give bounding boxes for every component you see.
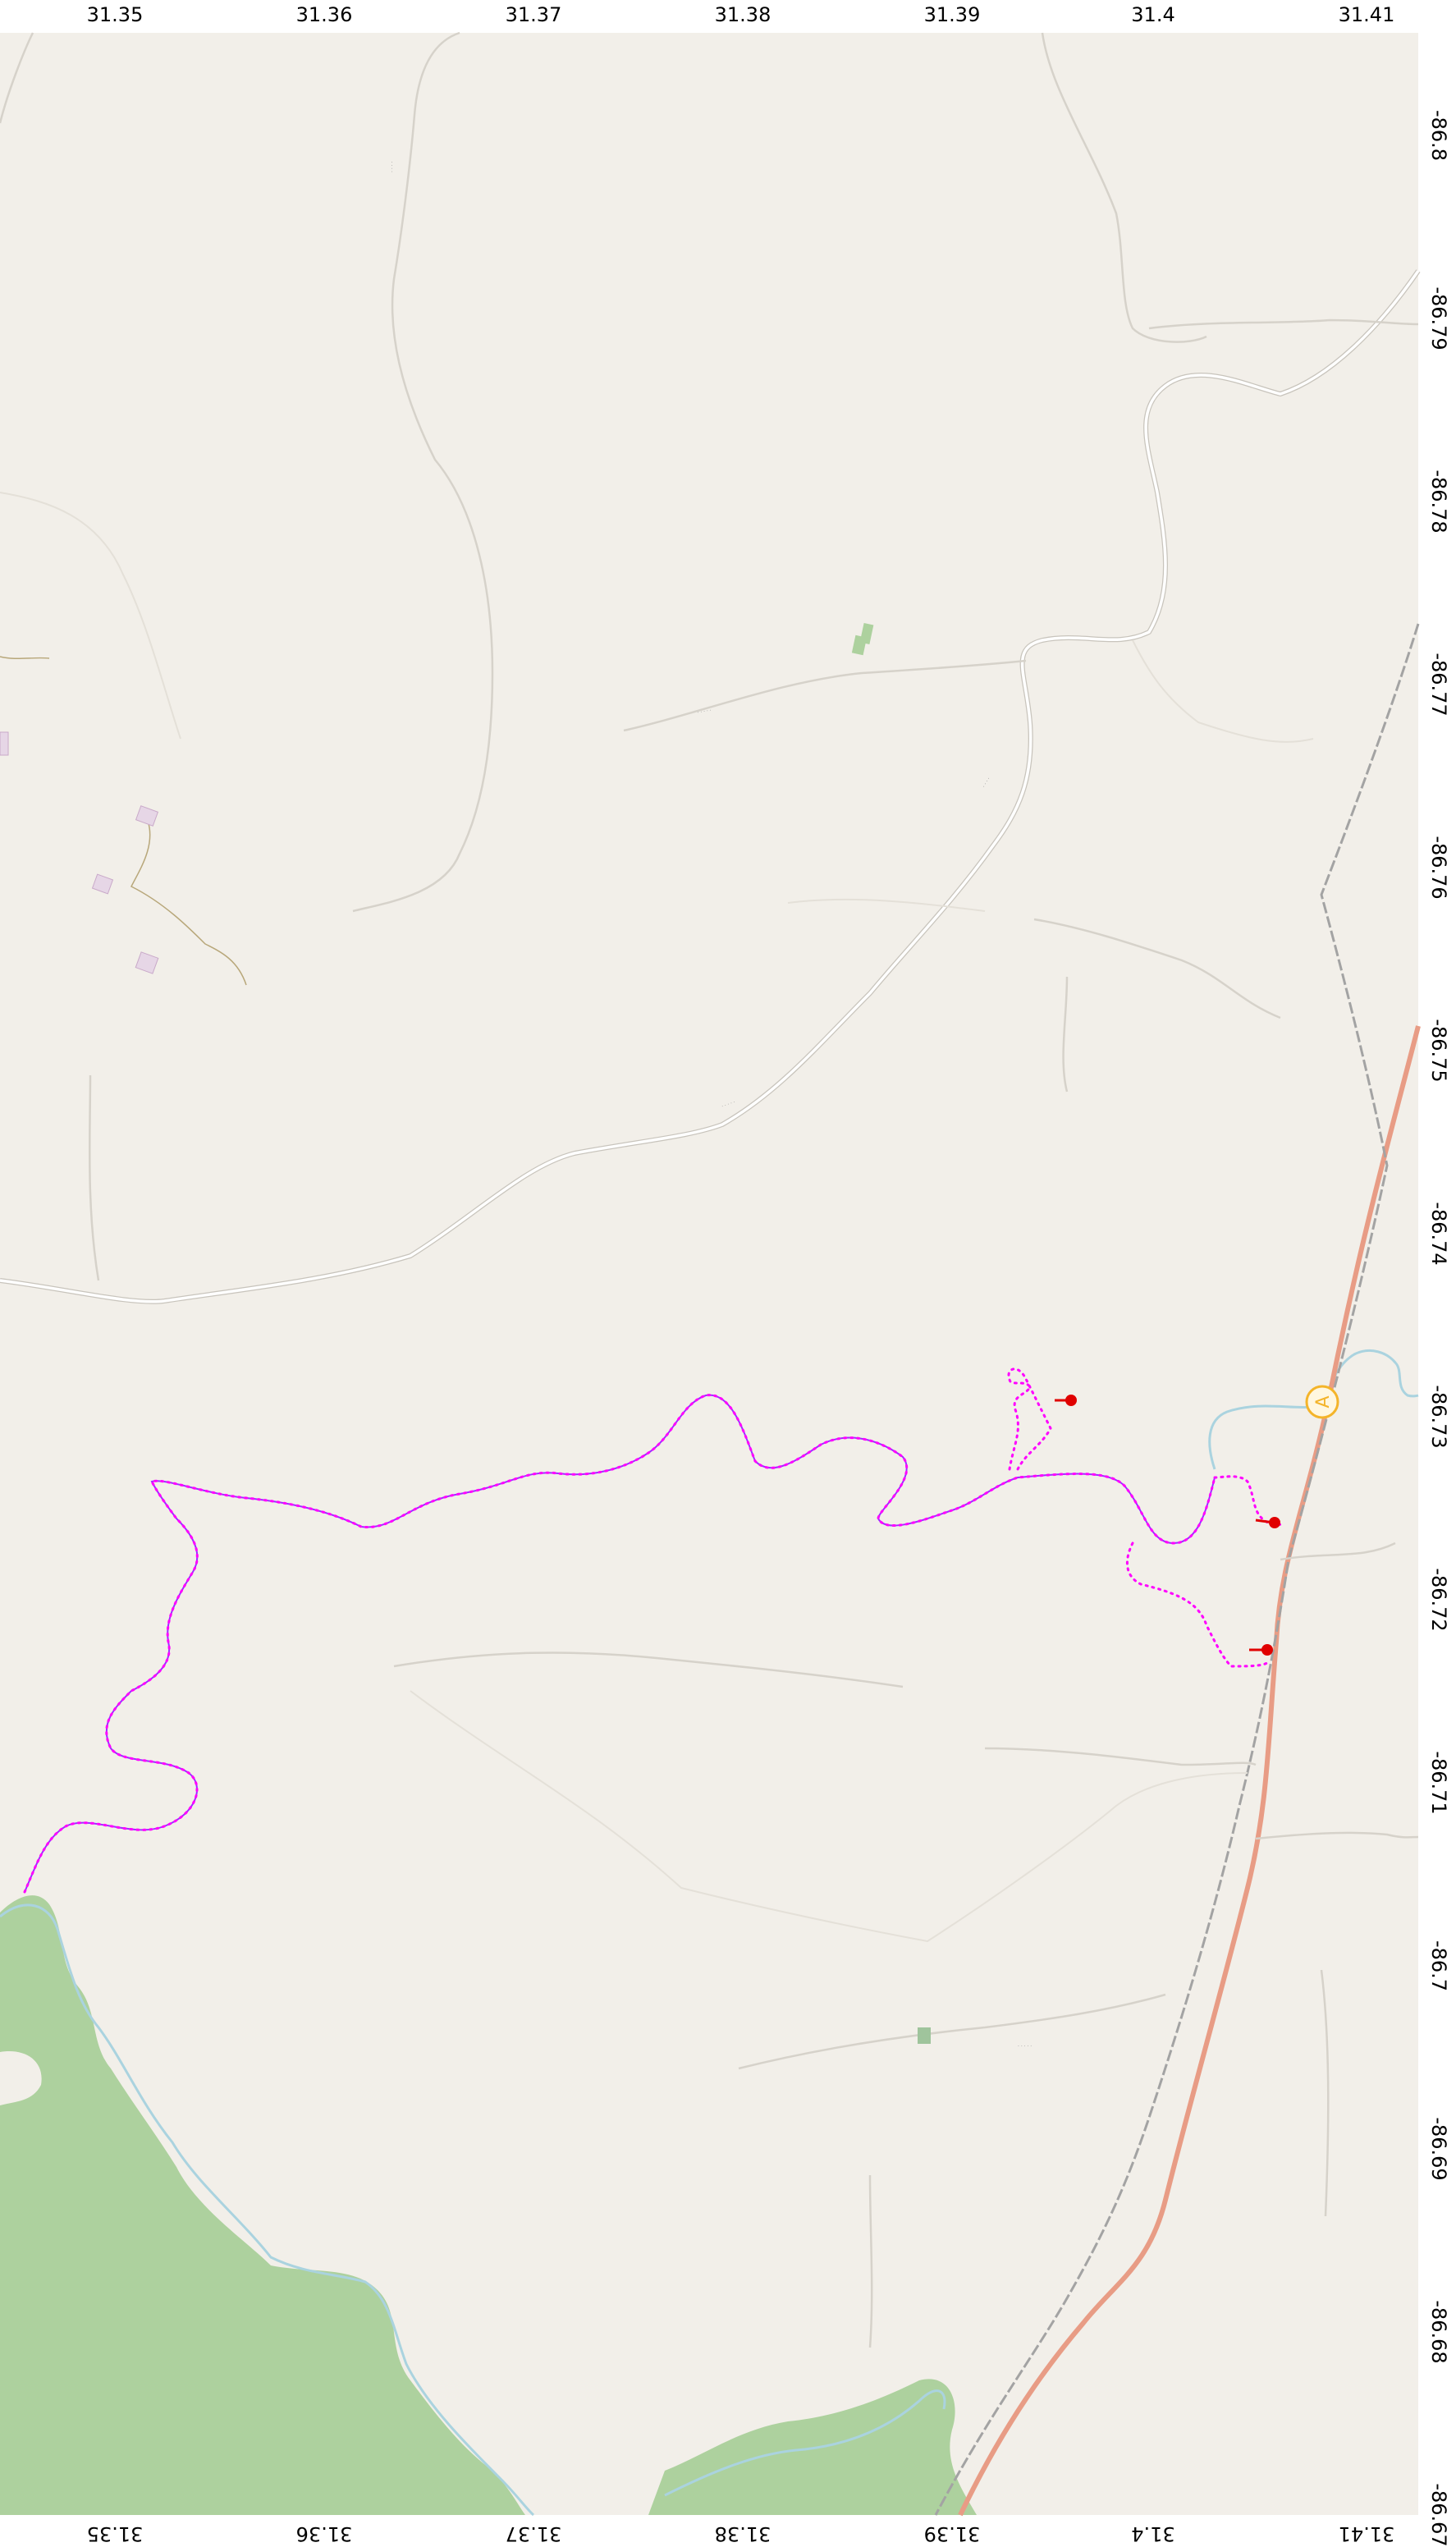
start-circle-marker-icon[interactable]: A [1305, 1385, 1339, 1419]
bottom-axis-tick-label: 31.39 [924, 2522, 981, 2545]
minor-road [1041, 32, 1207, 343]
top-axis-tick-label: 31.35 [87, 3, 144, 26]
top-axis-tick-label: 31.39 [924, 3, 981, 26]
red-pin-marker-icon[interactable] [1249, 1644, 1273, 1656]
river-bank [0, 1903, 535, 2517]
bottom-axis-tick-label: 31.37 [506, 2522, 562, 2545]
bottom-axis: 31.35 31.36 31.37 31.38 31.39 31.4 31.41 [87, 2522, 1395, 2545]
railway [934, 623, 1420, 2516]
gps-track-branch [1007, 1367, 1052, 1471]
top-axis: 31.35 31.36 31.37 31.38 31.39 31.4 31.41 [87, 3, 1395, 26]
bottom-axis-tick-label: 31.36 [296, 2522, 353, 2545]
right-axis-tick-label: -86.79 [1427, 286, 1450, 350]
right-axis-tick-label: -86.7 [1427, 1940, 1450, 1991]
right-axis-tick-label: -86.74 [1427, 1202, 1450, 1265]
minor-road [1062, 976, 1069, 1093]
right-axis-tick-label: -86.76 [1427, 836, 1450, 899]
minor-road [352, 31, 494, 913]
park-patch [859, 623, 874, 644]
minor-road [393, 1651, 904, 1688]
right-axis-tick-label: -86.69 [1427, 2117, 1450, 2180]
minor-road [1033, 918, 1281, 1019]
faint-track [0, 492, 181, 740]
highway [958, 1025, 1421, 2517]
dirt-track [130, 820, 247, 986]
top-axis-tick-label: 31.41 [1339, 3, 1395, 26]
red-pin-marker-icon[interactable] [1055, 1395, 1077, 1406]
dirt-track [0, 656, 50, 660]
minor-road [0, 32, 34, 124]
bottom-axis-tick-label: 31.35 [87, 2522, 144, 2545]
road-network [0, 31, 1421, 2348]
start-marker-letter: A [1313, 1395, 1334, 1408]
right-axis-tick-label: -86.77 [1427, 653, 1450, 716]
building-lot [91, 873, 114, 895]
right-axis-tick-label: -86.73 [1427, 1385, 1450, 1448]
gps-track-branch [1125, 1541, 1270, 1668]
land-background [0, 33, 1418, 2515]
minor-road [1320, 1969, 1330, 2217]
minor-road [984, 1747, 1257, 1766]
svg-text:· · · · ·: · · · · · [697, 708, 712, 716]
faint-track [787, 898, 986, 912]
top-axis-tick-label: 31.36 [296, 3, 353, 26]
gps-track-route-dots [23, 1394, 1216, 1894]
svg-text:· · · ·: · · · · [390, 162, 396, 172]
forest-clearing [0, 2051, 42, 2105]
top-axis-tick-label: 31.37 [506, 3, 562, 26]
faint-track [410, 1690, 1248, 1943]
forest-area [0, 1895, 525, 2515]
minor-road [738, 1993, 1166, 2070]
main-road-fill [0, 270, 1420, 1303]
minor-road [1148, 318, 1419, 330]
map-canvas[interactable]: · · · · · · · · · · · · · · · · · · · · … [0, 31, 1421, 2517]
building-lot [135, 805, 159, 827]
bottom-axis-tick-label: 31.41 [1339, 2522, 1395, 2545]
right-axis-tick-label: -86.72 [1427, 1568, 1450, 1631]
building-lot [135, 951, 159, 974]
right-axis-tick-label: -86.78 [1427, 470, 1450, 533]
building-lot [0, 731, 9, 756]
minor-road [868, 2174, 873, 2348]
right-axis-tick-label: -86.71 [1427, 1751, 1450, 1814]
faint-track [1132, 639, 1314, 743]
top-axis-tick-label: 31.4 [1131, 3, 1174, 26]
right-axis-tick-label: -86.8 [1427, 110, 1450, 161]
minor-road [88, 1074, 100, 1281]
minor-road [1280, 1541, 1396, 1561]
right-axis-tick-label: -86.67 [1427, 2483, 1450, 2546]
svg-text:· · · · ·: · · · · · [1018, 2044, 1032, 2050]
minor-road [1255, 1831, 1419, 1840]
bottom-axis-tick-label: 31.38 [715, 2522, 771, 2545]
red-pin-marker-icon[interactable] [1255, 1517, 1280, 1528]
river-bank-2 [664, 2389, 946, 2497]
right-axis-tick-label: -86.68 [1427, 2300, 1450, 2363]
park-patch [918, 2027, 931, 2044]
right-axis: -86.8 -86.79 -86.78 -86.77 -86.76 -86.75 -86.7… [1427, 110, 1450, 2547]
right-axis-tick-label: -86.75 [1427, 1019, 1450, 1082]
top-axis-tick-label: 31.38 [715, 3, 771, 26]
bottom-axis-tick-label: 31.4 [1131, 2522, 1174, 2545]
minor-road [623, 659, 1027, 732]
